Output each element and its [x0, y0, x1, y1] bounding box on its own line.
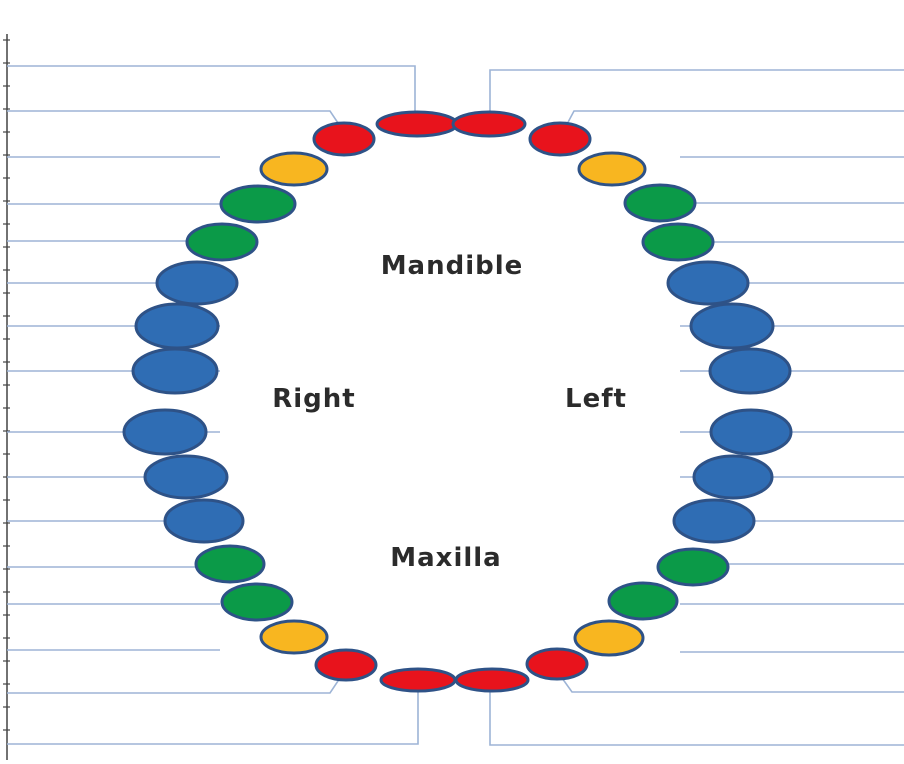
lower-left-molar-tooth	[711, 410, 791, 454]
upper-left-molar-tooth	[710, 349, 790, 393]
upper-right-incisor-tooth	[314, 123, 374, 155]
upper-left-incisor-tooth	[453, 112, 525, 136]
lower-left-canine-tooth	[575, 621, 643, 655]
upper-right-incisor-tooth	[377, 112, 457, 136]
lower-left-incisor-tooth	[456, 669, 528, 691]
leader-line	[490, 691, 904, 745]
upper-left-incisor-tooth	[530, 123, 590, 155]
lower-left-molar-tooth	[674, 500, 754, 542]
leader-lines	[7, 66, 904, 745]
leader-line	[7, 691, 418, 744]
maxilla-label: Maxilla	[390, 543, 501, 573]
leader-line	[490, 70, 904, 113]
lower-right-premolar-tooth	[222, 584, 292, 620]
lower-left-premolar-tooth	[609, 583, 677, 619]
upper-right-molar-tooth	[136, 304, 218, 348]
lower-right-incisor-tooth	[381, 669, 455, 691]
upper-right-canine-tooth	[261, 153, 327, 185]
mandible-label: Mandible	[381, 251, 524, 281]
right-side-label: Right	[272, 384, 355, 414]
lower-left-molar-tooth	[694, 456, 772, 498]
lower-left-premolar-tooth	[658, 549, 728, 585]
upper-left-canine-tooth	[579, 153, 645, 185]
upper-left-molar-tooth	[668, 262, 748, 304]
lower-right-molar-tooth	[165, 500, 243, 542]
leader-line	[562, 678, 904, 692]
upper-left-premolar-tooth	[643, 224, 713, 260]
upper-right-premolar-tooth	[221, 186, 295, 222]
lower-right-canine-tooth	[261, 621, 327, 653]
leader-line	[566, 111, 904, 126]
left-side-label: Left	[565, 384, 627, 414]
leader-line	[7, 111, 340, 126]
leader-line	[7, 66, 415, 113]
lower-right-incisor-tooth	[316, 650, 376, 680]
upper-right-molar-tooth	[133, 349, 217, 393]
upper-right-molar-tooth	[157, 262, 237, 304]
upper-right-premolar-tooth	[187, 224, 257, 260]
frame-axis	[3, 34, 10, 760]
upper-left-premolar-tooth	[625, 185, 695, 221]
leader-line	[7, 678, 340, 693]
upper-left-molar-tooth	[691, 304, 773, 348]
lower-right-premolar-tooth	[196, 546, 264, 582]
lower-right-molar-tooth	[124, 410, 206, 454]
lower-left-incisor-tooth	[527, 649, 587, 679]
lower-right-molar-tooth	[145, 456, 227, 498]
